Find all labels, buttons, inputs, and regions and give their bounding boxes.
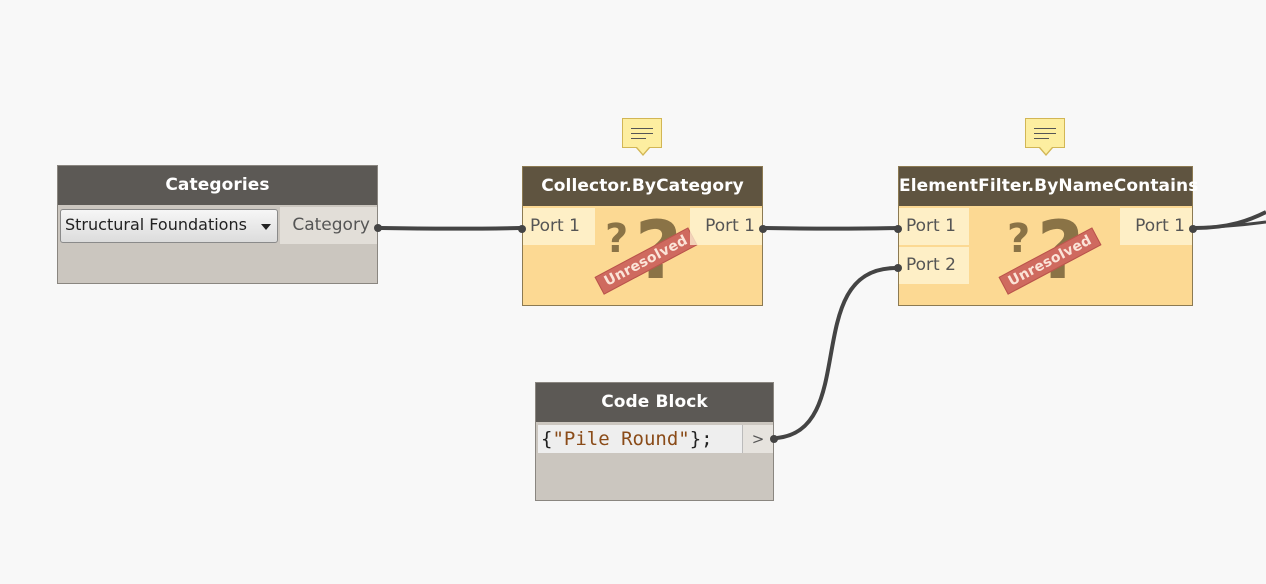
- categories-node[interactable]: Categories Structural Foundations Catego…: [57, 165, 382, 284]
- wire-filter-output-a[interactable]: [1194, 210, 1266, 230]
- node-title: Categories: [58, 166, 377, 205]
- input-port-2[interactable]: Port 2: [899, 247, 969, 284]
- code-prefix: {: [541, 428, 553, 450]
- node-body: {"Pile Round"}; >: [536, 422, 773, 500]
- comment-icon[interactable]: [622, 118, 662, 156]
- input-connector-1[interactable]: [894, 225, 902, 233]
- input-connector-2[interactable]: [894, 264, 902, 272]
- output-port[interactable]: >: [742, 425, 773, 453]
- node-title: Collector.ByCategory: [523, 167, 762, 206]
- node-title: ElementFilter.ByNameContains: [899, 167, 1198, 206]
- output-port-category[interactable]: Category: [280, 207, 377, 244]
- node-body: ? ? Unresolved Port 1 Port 1: [523, 206, 762, 305]
- output-connector[interactable]: [759, 225, 767, 233]
- element-filter-node[interactable]: ElementFilter.ByNameContains ? ? Unresol…: [894, 166, 1198, 306]
- node-body: ? ? Unresolved Port 1 Port 2 Port 1: [899, 206, 1192, 305]
- node-title: Code Block: [536, 383, 773, 422]
- input-connector[interactable]: [518, 225, 526, 233]
- wire-categories-to-collector[interactable]: [379, 226, 521, 231]
- code-string: "Pile Round": [552, 428, 690, 450]
- input-port-1[interactable]: Port 1: [523, 208, 595, 245]
- code-suffix: };: [689, 428, 713, 450]
- output-connector[interactable]: [374, 224, 382, 232]
- question-mark-icon: ?: [1007, 216, 1031, 262]
- output-port-1[interactable]: Port 1: [690, 208, 762, 245]
- input-port-1[interactable]: Port 1: [899, 208, 969, 245]
- comment-icon[interactable]: [1025, 118, 1065, 156]
- node-body: Structural Foundations Category: [58, 205, 377, 283]
- wire-codeblock-to-filter[interactable]: [776, 266, 897, 440]
- wire-filter-output-b[interactable]: [1194, 220, 1266, 230]
- wire-collector-to-filter[interactable]: [764, 226, 897, 231]
- output-connector[interactable]: [1189, 225, 1197, 233]
- category-dropdown[interactable]: Structural Foundations: [60, 209, 278, 243]
- output-port-1[interactable]: Port 1: [1120, 208, 1192, 245]
- code-block-node[interactable]: Code Block {"Pile Round"}; >: [535, 382, 778, 501]
- code-editor[interactable]: {"Pile Round"};: [538, 425, 743, 453]
- collector-by-category-node[interactable]: Collector.ByCategory ? ? Unresolved Port…: [518, 166, 767, 306]
- chevron-down-icon: [261, 224, 271, 230]
- dropdown-value: Structural Foundations: [65, 215, 247, 234]
- output-connector[interactable]: [770, 435, 778, 443]
- question-mark-icon: ?: [605, 216, 629, 262]
